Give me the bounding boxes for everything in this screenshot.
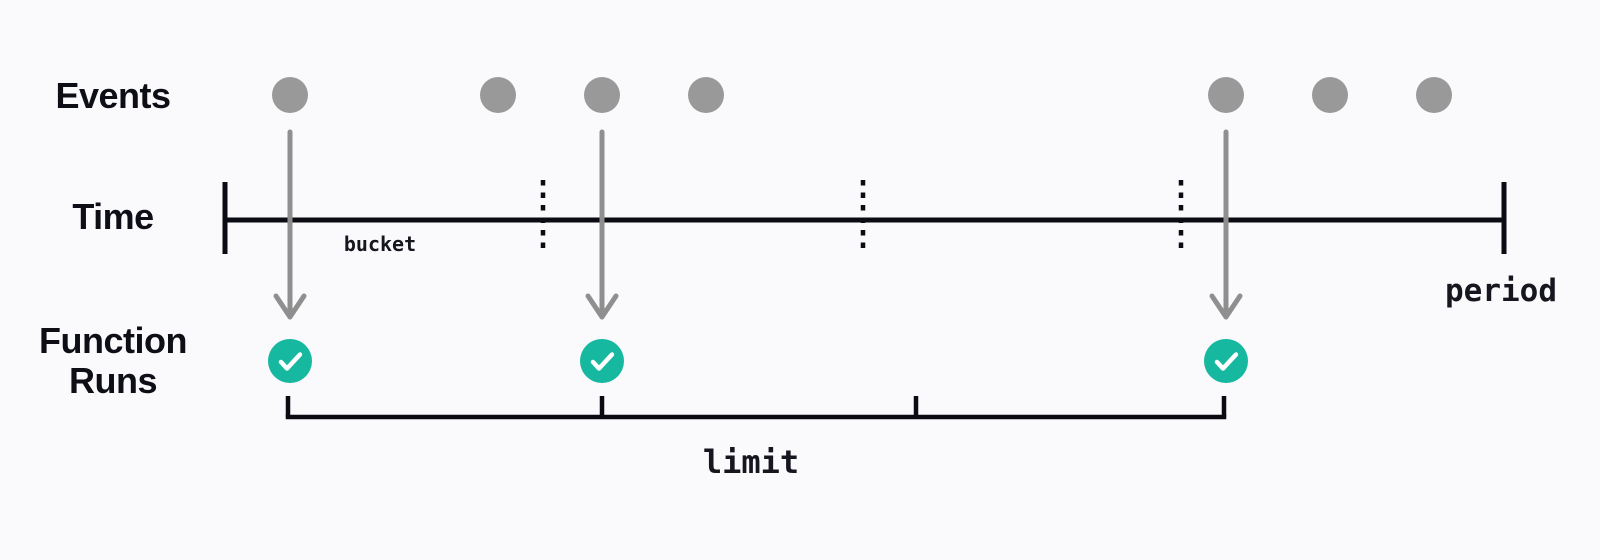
function-runs-layer: [268, 339, 1248, 383]
limit-label: limit: [702, 443, 800, 481]
event-arrow-head: [585, 293, 619, 320]
function-runs-label-line2: Runs: [69, 360, 158, 401]
event-arrow-head: [1209, 293, 1243, 320]
function-runs-row-label: Function Runs: [0, 321, 226, 401]
timeline-layer: [222, 182, 1507, 254]
time-row-label: Time: [72, 196, 154, 237]
event-dot: [584, 77, 620, 113]
run-success-circle: [268, 339, 312, 383]
checkmark-icon: [590, 352, 615, 371]
bucket-boundaries-layer: [540, 180, 1184, 254]
event-dot: [480, 77, 516, 113]
event-dot: [1312, 77, 1348, 113]
event-dot: [272, 77, 308, 113]
run-success-circle: [580, 339, 624, 383]
event-dot: [688, 77, 724, 113]
event-arrow-head: [273, 293, 307, 320]
checkmark-icon: [1214, 352, 1239, 371]
event-dot: [1208, 77, 1244, 113]
period-label: period: [1445, 273, 1557, 309]
run-success-circle: [1204, 339, 1248, 383]
checkmark-icon: [278, 352, 303, 371]
event-dots-layer: [272, 77, 1452, 113]
bucket-label: bucket: [343, 232, 417, 256]
function-runs-label-line1: Function: [39, 320, 187, 361]
event-arrows-layer: [273, 129, 1243, 320]
event-dot: [1416, 77, 1452, 113]
events-row-label: Events: [55, 75, 171, 116]
limit-bracket-layer: [285, 396, 1227, 420]
